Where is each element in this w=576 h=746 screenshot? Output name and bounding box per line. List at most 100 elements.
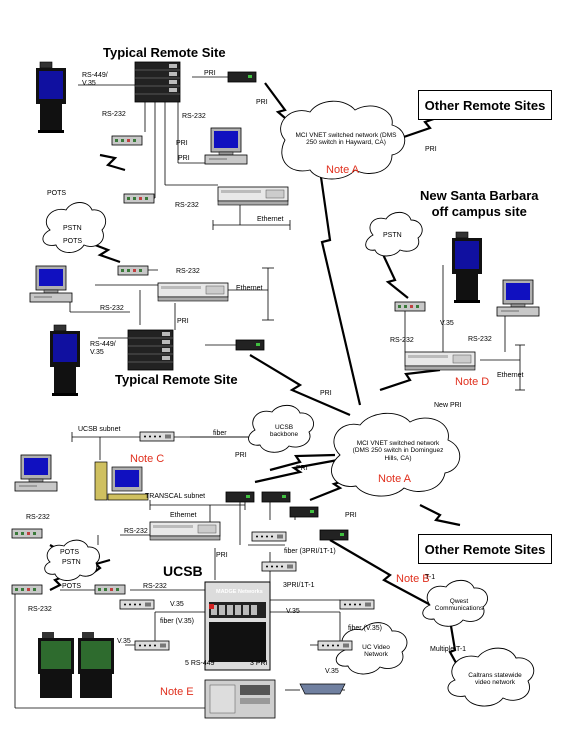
label-ethernet-1: Ethernet — [257, 216, 284, 223]
pc-mid — [29, 265, 73, 303]
hub-ucsb-6 — [317, 640, 353, 651]
label-rs232-6: RS-232 — [26, 514, 50, 521]
label-v35-2: V.35 — [117, 638, 131, 645]
server-ucsb — [149, 521, 221, 541]
label-v35-3: V.35 — [286, 608, 300, 615]
label-pri-4: PRI — [178, 155, 190, 162]
csu-ucsb-4 — [319, 529, 349, 541]
video-system-top — [35, 61, 67, 134]
label-pri-2: PRI — [256, 99, 268, 106]
label-pri-10: PRI — [345, 512, 357, 519]
csu-ucsb-1 — [225, 491, 255, 503]
ucsb-backbone-label: UCSB backbone — [269, 424, 299, 439]
note-a-top: Note A — [326, 164, 360, 176]
server-sb — [404, 351, 476, 371]
pstn-right-label: PSTN — [383, 232, 402, 239]
csu-top — [227, 71, 257, 83]
label-rs232-5: RS-232 — [100, 305, 124, 312]
label-t1: T-1 — [425, 574, 436, 581]
modem-ucsb-3 — [94, 584, 126, 595]
server-top — [217, 186, 289, 206]
mci-bottom-cloud-label: MCI VNET switched network (DMS 250 switc… — [352, 440, 444, 462]
fiber-3pri: fiber (3PRI/1T-1) — [284, 548, 336, 555]
mci-top-cloud-label: MCI VNET switched network (DMS 250 switc… — [295, 132, 397, 147]
label-rs232-3: RS-232 — [175, 202, 199, 209]
server-mid — [157, 282, 229, 302]
video-system-sb — [451, 231, 483, 304]
label-v35-4: V.35 — [325, 668, 339, 675]
pc-sb — [496, 279, 540, 317]
hub-ucsb-1 — [251, 531, 287, 542]
sb-rs232-left: RS-232 — [390, 337, 414, 344]
modem-top-2 — [123, 193, 155, 204]
label-pots-4: POTS — [62, 583, 82, 590]
caltrans-cloud — [447, 647, 535, 707]
label-pri-9: PRI — [296, 465, 308, 472]
pstn-ucsb-cloud — [44, 539, 100, 581]
modem-sb — [394, 301, 426, 312]
modem-ucsb-1 — [11, 528, 43, 539]
qwest-cloud — [422, 579, 488, 627]
note-e: Note E — [160, 686, 194, 698]
label-5-rs449: 5 RS-449 — [185, 660, 215, 667]
label-pri-8: PRI — [235, 452, 247, 459]
ucsb-title: UCSB — [163, 563, 203, 579]
label-pri-11: PRI — [216, 552, 228, 559]
label-pots-2: POTS — [63, 238, 83, 245]
hub-ucsb-2 — [261, 561, 297, 572]
label-pri-6: PRI — [177, 318, 189, 325]
madge-rack — [204, 581, 271, 671]
label-fiber-1: fiber — [213, 430, 227, 437]
video-system-mid — [49, 324, 81, 397]
label-rs232-2: RS-232 — [182, 113, 206, 120]
codec-ucsb — [299, 683, 346, 695]
workstation-ucsb — [94, 461, 149, 501]
note-d: Note D — [455, 376, 490, 388]
other-remote-sites-top: Other Remote Sites — [418, 90, 552, 120]
hub-ucsb-4 — [134, 640, 170, 651]
pc-top — [204, 127, 248, 165]
label-ethernet-2: Ethernet — [236, 285, 263, 292]
three-pri-t1: 3PRI/1T-1 — [283, 582, 315, 589]
note-b: Note B — [396, 573, 430, 585]
other-remote-sites-bottom: Other Remote Sites — [418, 534, 552, 564]
ucsb-subnet: UCSB subnet — [78, 426, 121, 433]
hub-ucsb-subnet — [139, 431, 175, 442]
remote-site-mid-title: Typical Remote Site — [115, 372, 238, 387]
mci-bottom-cloud — [331, 412, 461, 497]
new-pri: New PRI — [434, 402, 462, 409]
storage-unit-ucsb — [204, 679, 276, 719]
sb-rs232-right: RS-232 — [468, 336, 492, 343]
qwest-label: Qwest Communications — [434, 598, 484, 613]
rs449-v35-top: RS-449/ V.35 — [82, 72, 108, 88]
label-multiple-t1: Multiple T-1 — [430, 646, 467, 653]
label-rs232-4: RS-232 — [176, 268, 200, 275]
label-pri-3: PRI — [425, 146, 437, 153]
mci-top-cloud — [280, 100, 406, 180]
remote-site-top-title: Typical Remote Site — [103, 45, 226, 60]
csu-mid — [235, 339, 265, 351]
sb-ethernet: Ethernet — [497, 372, 524, 379]
uc-video-cloud — [335, 622, 408, 675]
video-systems-ucsb — [38, 632, 114, 698]
sb-v35: V.35 — [440, 320, 454, 327]
label-rs232-1: RS-232 — [102, 111, 126, 118]
fiber-v35-2: fiber (V.35) — [348, 625, 382, 632]
uc-video-label: UC Video Network — [362, 644, 390, 659]
hub-ucsb-3 — [119, 599, 155, 610]
modem-mid-1 — [117, 265, 149, 276]
pc-ucsb — [14, 454, 58, 492]
label-rs232-8: RS-232 — [143, 583, 167, 590]
madge-label: MADGE Networks — [216, 589, 263, 595]
pstn-right-cloud — [365, 211, 423, 257]
csu-ucsb-3 — [289, 506, 319, 518]
fiber-v35-1: fiber (V.35) — [160, 618, 194, 625]
pstn-left-label: PSTN — [63, 225, 82, 232]
label-pri-7: PRI — [320, 390, 332, 397]
pstn-left-cloud — [42, 202, 106, 253]
label-rs232-9: RS-232 — [28, 606, 52, 613]
ucsb-backbone-cloud — [248, 404, 314, 453]
hub-ucsb-5 — [339, 599, 375, 610]
note-c: Note C — [130, 453, 165, 465]
santa-barbara-title: New Santa Barbara off campus site — [420, 188, 539, 220]
